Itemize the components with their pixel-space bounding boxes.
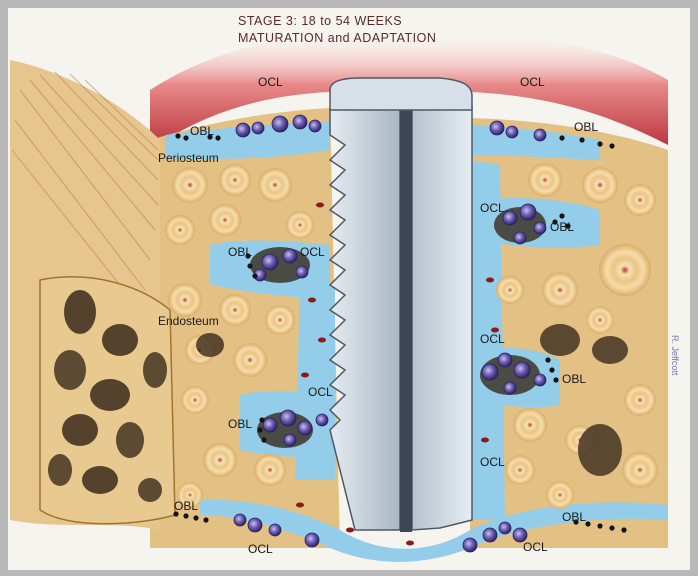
title-line-2: MATURATION and ADAPTATION — [238, 31, 436, 45]
label-ocl-top-right: OCL — [520, 75, 545, 89]
label-periosteum: Periosteum — [158, 151, 219, 165]
label-obl-mid-right: OBL — [562, 372, 586, 386]
label-obl-lower-left: OBL — [228, 417, 252, 431]
label-obl-top-right: OBL — [574, 120, 598, 134]
label-endosteum: Endosteum — [158, 314, 219, 328]
label-obl-mid-left: OBL — [228, 245, 252, 259]
label-ocl-lower-left: OCL — [308, 385, 333, 399]
label-ocl-bottom-right: OCL — [523, 540, 548, 554]
label-obl-top-left: OBL — [190, 124, 214, 138]
label-ocl-mid-left: OCL — [300, 245, 325, 259]
label-obl-upper-right: OBL — [550, 220, 574, 234]
trabecular-bone — [40, 277, 175, 524]
label-ocl-low-right: OCL — [480, 455, 505, 469]
implant-smooth-side — [412, 108, 472, 530]
label-ocl-mid-right: OCL — [480, 332, 505, 346]
implant-head — [330, 78, 472, 110]
label-ocl-top-left: OCL — [258, 75, 283, 89]
label-ocl-upper-right: OCL — [480, 201, 505, 215]
artist-signature: R. Jeffcott — [670, 335, 680, 376]
label-obl-bottom-right: OBL — [562, 510, 586, 524]
label-obl-bottom-left: OBL — [174, 499, 198, 513]
label-ocl-bottom-left: OCL — [248, 542, 273, 556]
title-line-1: STAGE 3: 18 to 54 WEEKS — [238, 14, 402, 28]
implant-slot — [400, 90, 412, 532]
